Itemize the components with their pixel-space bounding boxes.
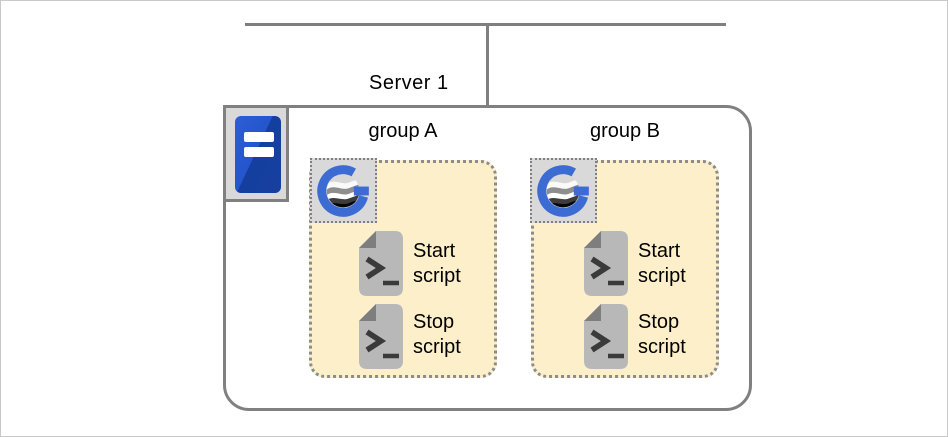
server-label: Server 1 xyxy=(369,72,449,94)
software-logo-icon xyxy=(536,164,589,217)
server-drive-bar xyxy=(244,147,274,157)
group-b-label: group B xyxy=(589,120,661,142)
server-tower-icon xyxy=(235,116,281,193)
network-bus-line xyxy=(245,23,726,26)
script-file-icon xyxy=(584,231,628,296)
server-icon-plate xyxy=(223,105,289,202)
start-script-label: Start script xyxy=(638,240,686,287)
logo-plate-group-b xyxy=(530,158,597,223)
script-file-icon xyxy=(359,231,403,296)
logo-plate-group-a xyxy=(310,158,377,223)
server-connector-line xyxy=(486,23,489,108)
software-logo-icon xyxy=(316,164,369,217)
server-drive-bar xyxy=(244,132,274,142)
script-file-icon xyxy=(584,304,628,369)
stop-script-label: Stop script xyxy=(413,311,461,358)
stop-script-label: Stop script xyxy=(638,311,686,358)
group-a-label: group A xyxy=(368,120,438,142)
script-file-icon xyxy=(359,304,403,369)
start-script-label: Start script xyxy=(413,240,461,287)
